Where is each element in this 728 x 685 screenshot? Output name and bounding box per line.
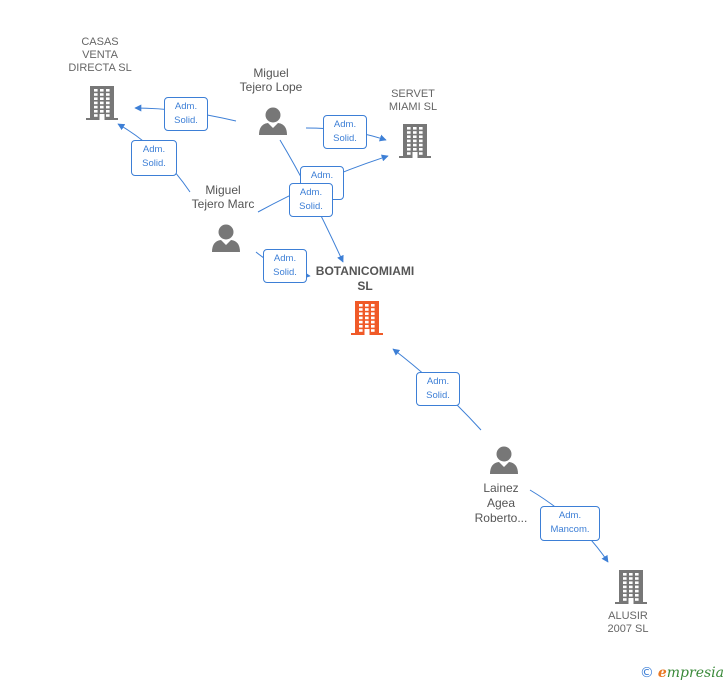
building-icon[interactable]	[615, 570, 647, 604]
person-icon[interactable]	[490, 446, 518, 475]
brand-name: mpresia	[666, 665, 724, 681]
building-icon[interactable]	[399, 124, 431, 158]
brand-initial: e	[657, 665, 667, 681]
building-icon[interactable]	[86, 86, 118, 120]
edge-label-lainez-alusir[interactable]: Adm. Mancom.	[540, 506, 600, 541]
node-label-botanico: BOTANICOMIAMI SL	[315, 264, 415, 293]
person-icon[interactable]	[259, 107, 287, 136]
edge-label-lope-botanico[interactable]: Adm. Solid.	[289, 183, 333, 217]
edge-label-marc-casas[interactable]: Adm. Solid.	[131, 140, 177, 176]
edge-label-lope-casas[interactable]: Adm. Solid.	[164, 97, 208, 131]
copyright-icon: ©	[639, 665, 654, 681]
footer-brand: ©empresia	[640, 665, 724, 681]
building-icon[interactable]	[351, 301, 383, 335]
node-label-lope: Miguel Tejero Lope	[239, 66, 303, 94]
person-icon[interactable]	[212, 224, 240, 253]
node-label-marc: Miguel Tejero Marc	[191, 183, 255, 211]
node-label-casas: CASAS VENTA DIRECTA SL	[68, 36, 132, 74]
edge-label-lope-servet[interactable]: Adm. Solid.	[323, 115, 367, 149]
node-label-lainez: Lainez Agea Roberto...	[474, 481, 528, 525]
node-label-servet: SERVET MIAMI SL	[388, 88, 438, 113]
node-label-alusir: ALUSIR 2007 SL	[607, 610, 649, 635]
edge-label-lainez-botanico[interactable]: Adm. Solid.	[416, 372, 460, 406]
edge-label-marc-botanico[interactable]: Adm. Solid.	[263, 249, 307, 283]
